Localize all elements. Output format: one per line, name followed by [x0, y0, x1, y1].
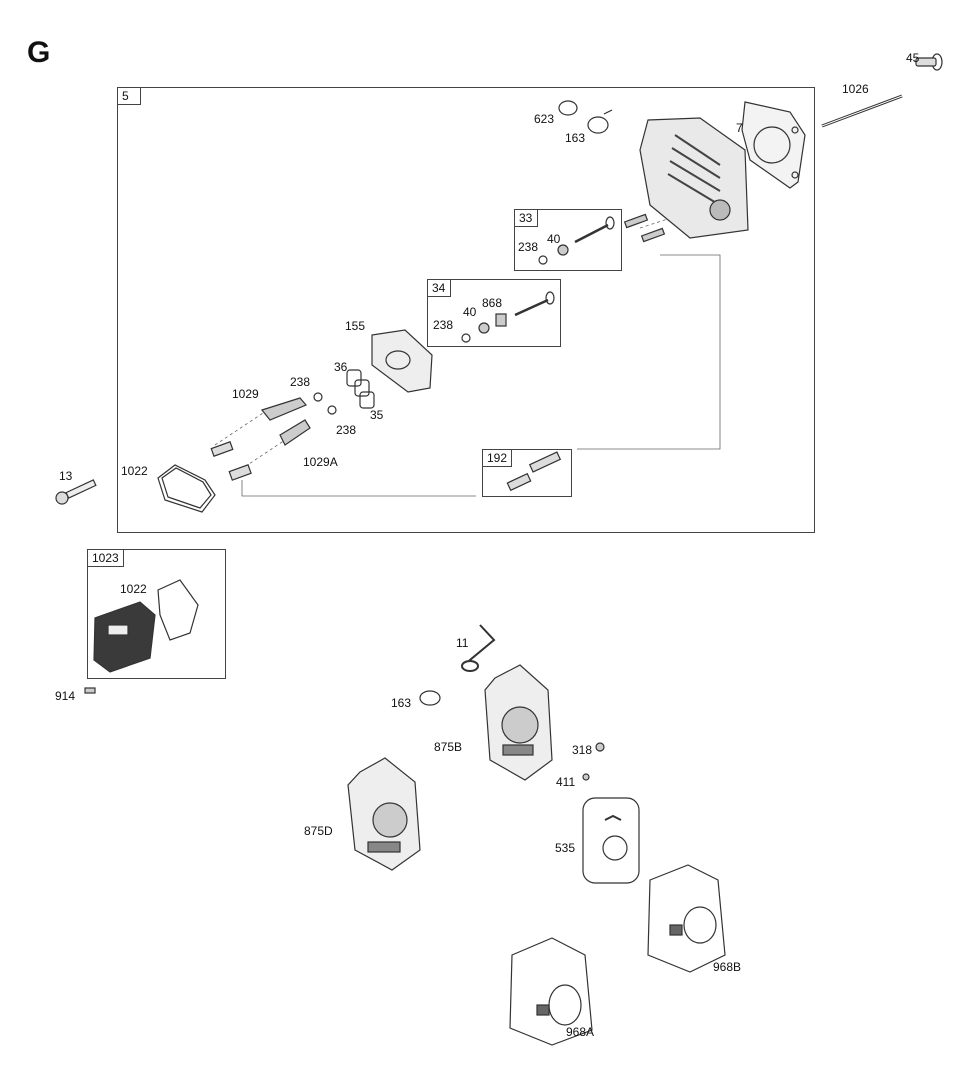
- group-box-5: 5: [117, 87, 815, 533]
- callout-163b: 163: [391, 696, 412, 710]
- callout-875B: 875B: [434, 740, 463, 754]
- air-cleaner-cover-968B-icon: [647, 864, 726, 973]
- callout-318: 318: [572, 743, 593, 757]
- callout-13: 13: [59, 469, 73, 483]
- callout-914: 914: [55, 689, 76, 703]
- callout-1029A: 1029A: [303, 455, 338, 469]
- callout-868: 868: [482, 296, 503, 310]
- callout-238b: 238: [433, 318, 454, 332]
- callout-40: 40: [547, 232, 561, 246]
- valve-cover-1023-icon: [93, 579, 199, 673]
- section-letter: G: [27, 36, 51, 69]
- cover-gasket-1022-icon: [157, 464, 216, 513]
- group-label-192: 192: [482, 449, 513, 467]
- head-gasket-7-icon: [741, 101, 806, 189]
- callout-238: 238: [518, 240, 539, 254]
- callout-968A: 968A: [566, 1025, 595, 1039]
- callout-238c: 238: [290, 375, 311, 389]
- air-cleaner-cover-968A-icon: [509, 937, 593, 1046]
- callout-1029: 1029: [232, 387, 259, 401]
- callout-155: 155: [345, 319, 366, 333]
- group-label-34: 34: [427, 279, 451, 297]
- callout-411: 411: [556, 775, 576, 789]
- group-box-192: 192: [482, 449, 572, 497]
- air-cleaner-base-875B-icon: [484, 664, 553, 781]
- springs-icon: [313, 369, 375, 415]
- callout-535: 535: [555, 841, 576, 855]
- pin-45-icon: [915, 53, 943, 71]
- bolt-13-icon: [55, 479, 97, 505]
- breather-tube-11-icon: [461, 624, 496, 672]
- group-box-34: 34: [427, 279, 561, 347]
- filter-535-icon: [582, 797, 640, 884]
- valve-34-icon: [461, 291, 555, 343]
- callout-36: 36: [334, 360, 348, 374]
- nut-318-icon: [595, 742, 605, 752]
- callout-35: 35: [370, 408, 384, 422]
- group-label-1023: 1023: [87, 549, 124, 567]
- clip-163-icon: [587, 116, 609, 134]
- group-label-33: 33: [514, 209, 538, 227]
- cylinder-head-icon: [639, 117, 749, 239]
- ring-623-icon: [558, 100, 578, 116]
- callout-875D: 875D: [304, 824, 333, 838]
- group-box-33: 33: [514, 209, 622, 271]
- screw-411-icon: [582, 773, 590, 781]
- valve-33-icon: [538, 213, 666, 265]
- group-label-5: 5: [117, 87, 141, 105]
- callout-45: 45: [906, 51, 920, 65]
- callout-238d: 238: [336, 423, 357, 437]
- rocker-arms-1029-icon: [260, 397, 311, 446]
- callout-163: 163: [565, 131, 586, 145]
- callout-1026: 1026: [842, 82, 869, 96]
- connector-lines: [214, 214, 721, 497]
- callout-1022b: 1022: [120, 582, 147, 596]
- screw-914-icon: [84, 687, 96, 694]
- air-cleaner-base-875D-icon: [347, 757, 421, 871]
- callout-623: 623: [534, 112, 555, 126]
- callout-40b: 40: [463, 305, 477, 319]
- pushrod-192-icon: [506, 451, 562, 492]
- callout-7: 7: [736, 121, 743, 135]
- group-box-1023: 1023: [87, 549, 226, 679]
- adjuster-icon: [210, 441, 252, 481]
- callout-968B: 968B: [713, 960, 742, 974]
- callout-11: 11: [456, 636, 469, 650]
- head-cover-155-icon: [371, 329, 433, 393]
- clip-163b-icon: [419, 690, 441, 706]
- callout-1022: 1022: [121, 464, 148, 478]
